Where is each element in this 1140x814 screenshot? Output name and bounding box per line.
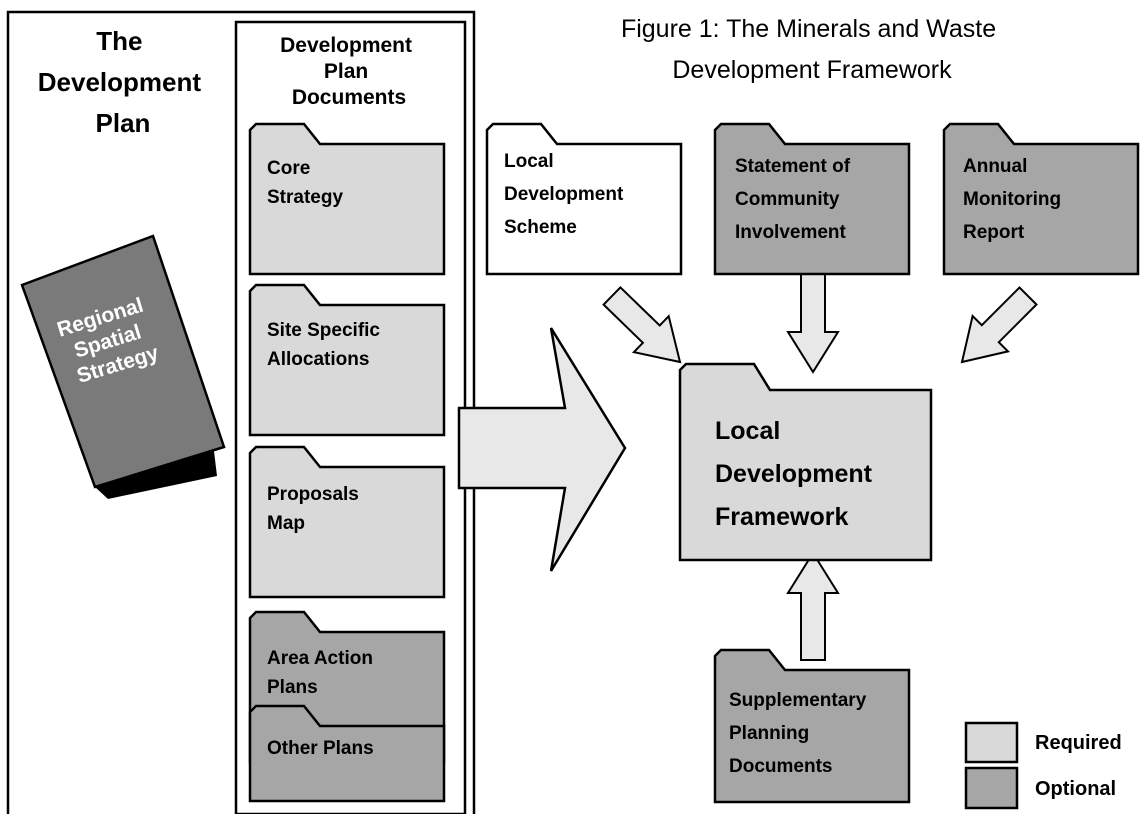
folder-site-specific-allocations-shape (248, 283, 446, 437)
folder-supplementary-planning-documents-shape (713, 648, 911, 804)
legend-label-required: Required (1035, 732, 1122, 754)
arrow-sci-to-ldf (786, 271, 840, 374)
arrow-scheme-to-ldf (602, 285, 682, 364)
folder-annual-monitoring-report-shape (942, 122, 1140, 276)
legend-swatch-required (964, 721, 1019, 764)
legend: Required Optional (964, 721, 1122, 810)
folder-other-plans: Other Plans (248, 704, 446, 803)
legend-swatch-optional (964, 766, 1019, 810)
folder-core-strategy-shape (248, 122, 446, 276)
legend-label-optional: Optional (1035, 778, 1116, 800)
folder-other-plans-label: Other Plans (267, 738, 374, 759)
big-right-arrow (457, 327, 627, 572)
development-plan-title: The Development Plan (38, 26, 209, 138)
folder-statement-of-community-involvement-shape (713, 122, 911, 276)
folder-proposals-map-shape (248, 445, 446, 599)
regional-spatial-strategy: Regional Spatial Strategy (20, 234, 226, 499)
plan-documents-heading: Development Plan Documents (280, 34, 418, 109)
arrow-spd-to-ldf (786, 551, 840, 661)
folder-local-development-framework-shape (678, 362, 933, 562)
folder-local-development-scheme-shape (485, 122, 683, 276)
arrow-amr-to-ldf (960, 286, 1038, 364)
folder-other-plans-shape (248, 704, 446, 803)
figure-title: Figure 1: The Minerals and Waste Develop… (621, 15, 1003, 84)
